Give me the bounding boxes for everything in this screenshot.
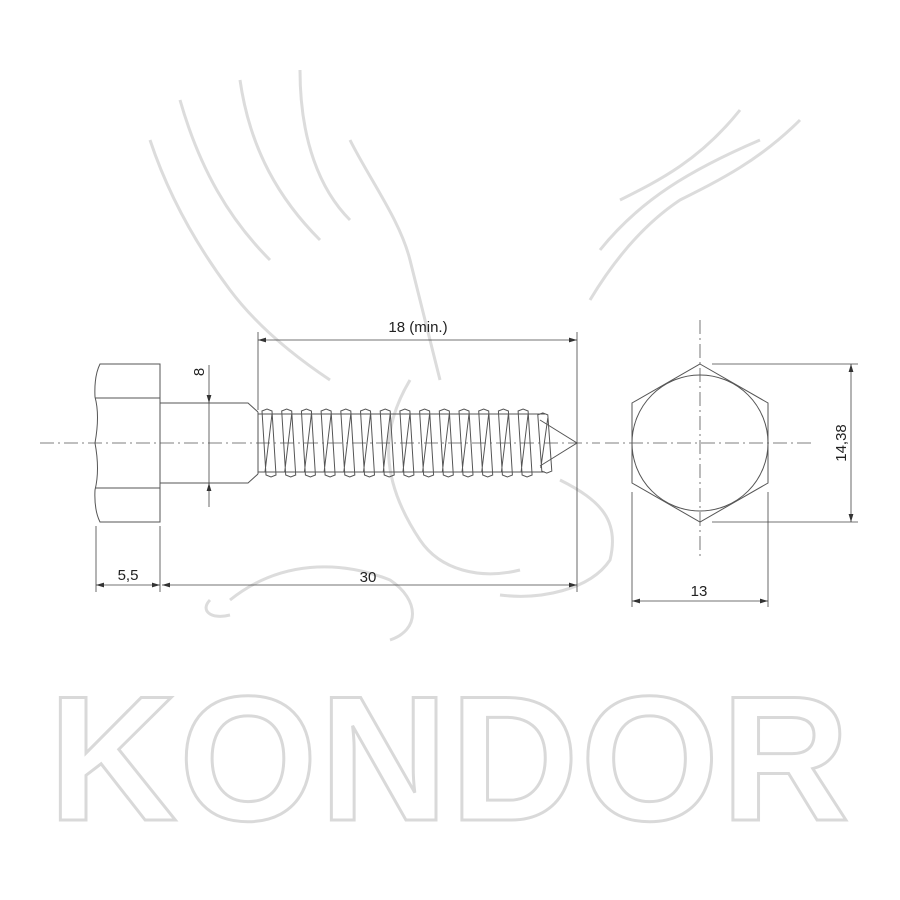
head-height-label: 5,5 [118,567,139,584]
across-corners-label: 14,38 [833,424,850,462]
shank-diameter-label: 8 [191,368,208,376]
length-label: 30 [360,569,377,586]
thread-length-label: 18 (min.) [388,319,447,336]
across-flats-label: 13 [691,583,708,600]
eagle-watermark-icon [148,69,802,642]
brand-watermark: KONDOR [48,659,851,858]
